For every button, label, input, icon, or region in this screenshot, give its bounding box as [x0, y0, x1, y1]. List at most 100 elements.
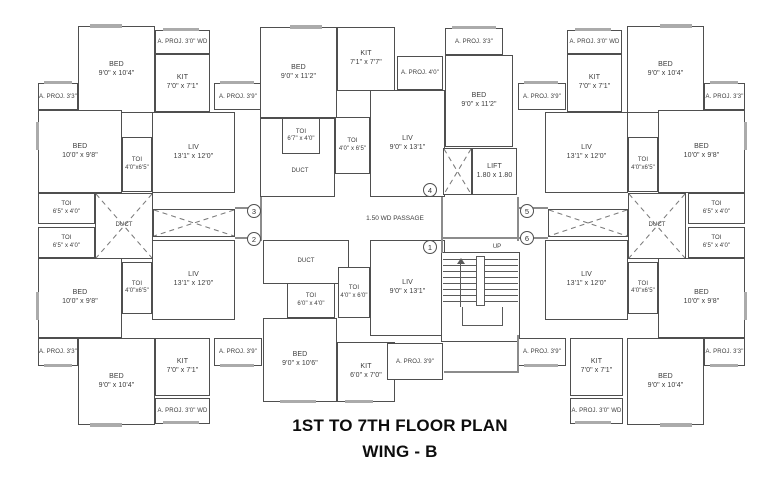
unit-marker-3: 3 — [247, 204, 261, 218]
room-name: LIV — [402, 134, 413, 142]
unit-marker-6: 6 — [520, 231, 534, 245]
room-aproj-33-top-left: A. PROJ. 3'3" — [38, 83, 78, 110]
room-name: KIT — [588, 74, 601, 82]
room-name: BED — [694, 289, 709, 297]
room-aproj-33-top-right: A. PROJ. 3'3" — [704, 83, 745, 110]
room-dims: 9'0" x 10'4" — [98, 381, 135, 389]
duct-cross-icon — [549, 210, 627, 236]
room-dims: 9'0" x 13'1" — [389, 288, 426, 295]
projection-label: A. PROJ. 3'3" — [705, 93, 744, 100]
window-sill — [524, 364, 558, 367]
room-dims: 7'0" x 7'1" — [578, 83, 611, 90]
window-sill — [744, 122, 747, 150]
stair-divider — [476, 256, 485, 306]
room-name: BED — [72, 289, 88, 297]
room-aproj-39-top-right: A. PROJ. 3'9" — [518, 83, 566, 110]
room-dims: 9'0" x 10'6" — [282, 360, 318, 367]
room-dims: 6'5" x 4'0" — [702, 242, 731, 249]
room-name: TOI — [131, 157, 143, 163]
room-name: TOI — [61, 235, 72, 241]
window-sill — [345, 400, 373, 403]
window-sill — [163, 28, 199, 31]
window-sill — [220, 364, 254, 367]
window-sill — [44, 364, 72, 367]
passage-wall — [441, 197, 443, 253]
room-name: KIT — [176, 74, 189, 82]
window-sill — [744, 292, 747, 320]
room-duct-left: DUCT — [95, 193, 153, 259]
stair-lobby-wall — [443, 237, 519, 239]
room-dims: 4'0"x6'5" — [631, 288, 655, 294]
room-name: BED — [291, 63, 306, 71]
unit-marker-1: 1 — [423, 240, 437, 254]
window-sill — [710, 364, 738, 367]
room-name: LIFT — [487, 162, 502, 170]
room-name: LIV — [581, 271, 592, 279]
room-dims: 4'0"x6'5" — [125, 288, 149, 294]
unit-marker-5: 5 — [520, 204, 534, 218]
projection-label: A. PROJ. 3'9" — [396, 358, 434, 365]
room-aproj-39-top-left: A. PROJ. 3'9" — [214, 83, 262, 110]
room-aproj-33-center-top: A. PROJ. 3'3" — [445, 28, 503, 55]
stair-direction-arrow — [460, 264, 461, 307]
room-name: LIV — [188, 143, 199, 151]
projection-label: A. PROJ. 3'3" — [39, 93, 77, 100]
window-sill — [660, 423, 692, 427]
room-name: TOI — [347, 138, 358, 144]
room-name: BED — [658, 60, 673, 68]
projection-label: A. PROJ. 3'9" — [219, 93, 257, 100]
room-name: LIV — [581, 143, 592, 151]
unit-marker-4: 4 — [423, 183, 437, 197]
projection-label: A. PROJ. 3'0" WD — [157, 408, 208, 414]
room-name: DUCT — [291, 167, 309, 174]
room-name: DUCT — [648, 222, 666, 229]
room-dims: 7'0" x 7'1" — [580, 367, 613, 374]
room-dims: 4'0" x 6'0" — [340, 292, 368, 299]
room-aproj-30wd-bottom-left: A. PROJ. 3'0" WD — [155, 398, 210, 424]
room-dims: 13'1" x 12'0" — [173, 152, 214, 160]
window-sill — [44, 81, 72, 84]
window-sill — [163, 421, 199, 424]
projection-label: A. PROJ. 3'9" — [523, 349, 561, 355]
room-dims: 6'0" x 4'0" — [297, 300, 325, 307]
room-name: BED — [72, 142, 88, 150]
room-dims: 4'0"x6'5" — [125, 164, 149, 171]
room-aproj-33-bottom-right: A. PROJ. 3'3" — [704, 338, 745, 366]
room-dims: 10'0" x 9'8" — [683, 298, 720, 305]
room-aproj-33-bottom-left: A. PROJ. 3'3" — [38, 338, 78, 366]
stair-landing — [462, 307, 503, 326]
room-dims: 4'0" x 6'5" — [338, 145, 367, 152]
room-dims: 6'5" x 4'0" — [702, 208, 731, 215]
window-sill — [524, 81, 558, 84]
room-dims: 7'0" x 7'1" — [166, 367, 199, 374]
room-name: LIV — [402, 279, 413, 287]
duct-shaft-left — [153, 209, 235, 237]
room-name: DUCT — [297, 258, 315, 265]
window-sill — [290, 25, 322, 29]
room-name: TOI — [305, 293, 317, 299]
room-dims: 13'1" x 12'0" — [173, 280, 214, 287]
passage-wall — [260, 197, 262, 241]
room-aproj-39-bottom-right: A. PROJ. 3'9" — [518, 338, 566, 366]
room-name: TOI — [61, 201, 72, 207]
room-name: BED — [109, 372, 124, 380]
room-dims: 9'0" x 10'4" — [647, 381, 684, 389]
window-sill — [710, 81, 738, 84]
